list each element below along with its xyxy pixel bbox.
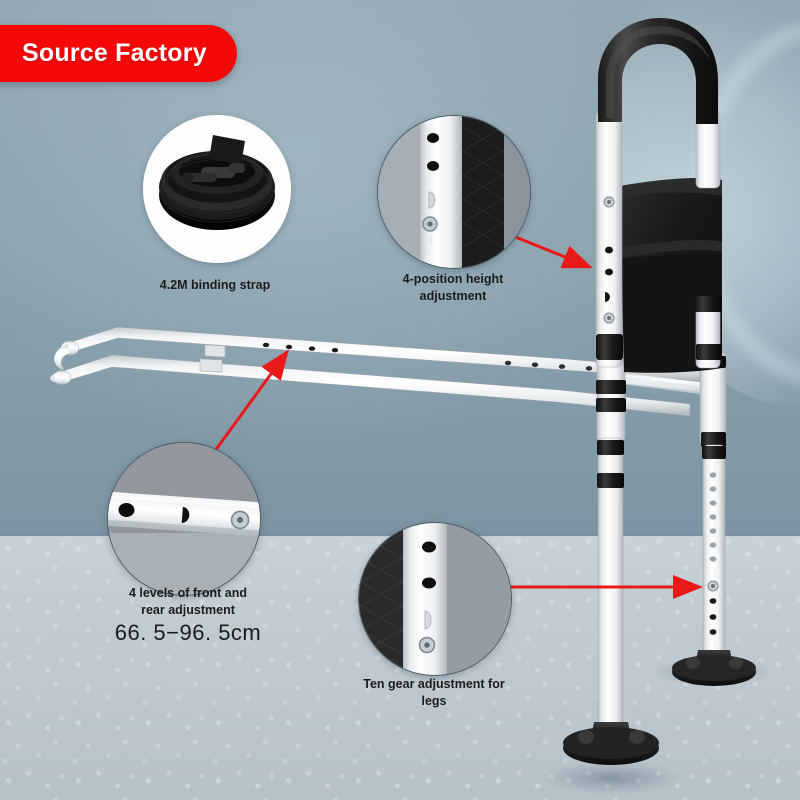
horizontal-tube-holes-icon bbox=[108, 443, 260, 595]
front-rear-caption: 4 levels of front and bbox=[128, 586, 248, 600]
strap-circle bbox=[143, 115, 291, 263]
leg-adjust-circle bbox=[358, 522, 512, 676]
badge-label: Source Factory bbox=[22, 39, 207, 67]
height-adjust-caption: 4-position height bbox=[402, 272, 504, 286]
height-adjust-circle bbox=[377, 115, 531, 269]
strap-caption: 4.2M binding strap bbox=[159, 278, 271, 292]
front-rear-caption-2: rear adjustment bbox=[141, 603, 235, 617]
height-adjust-caption-2: adjustment bbox=[419, 289, 487, 303]
leg-adjust-caption-2: legs bbox=[421, 694, 447, 708]
front-rear-circle bbox=[107, 442, 261, 596]
leg-tube-holes-icon bbox=[359, 523, 511, 675]
leg-adjust-caption: Ten gear adjustment for bbox=[363, 677, 505, 691]
tube-holes-icon bbox=[378, 116, 530, 268]
front-rear-measurement: 66. 5−96. 5cm bbox=[114, 620, 262, 645]
source-factory-badge[interactable]: Source Factory bbox=[0, 25, 237, 82]
strap-coil-icon bbox=[143, 115, 291, 263]
